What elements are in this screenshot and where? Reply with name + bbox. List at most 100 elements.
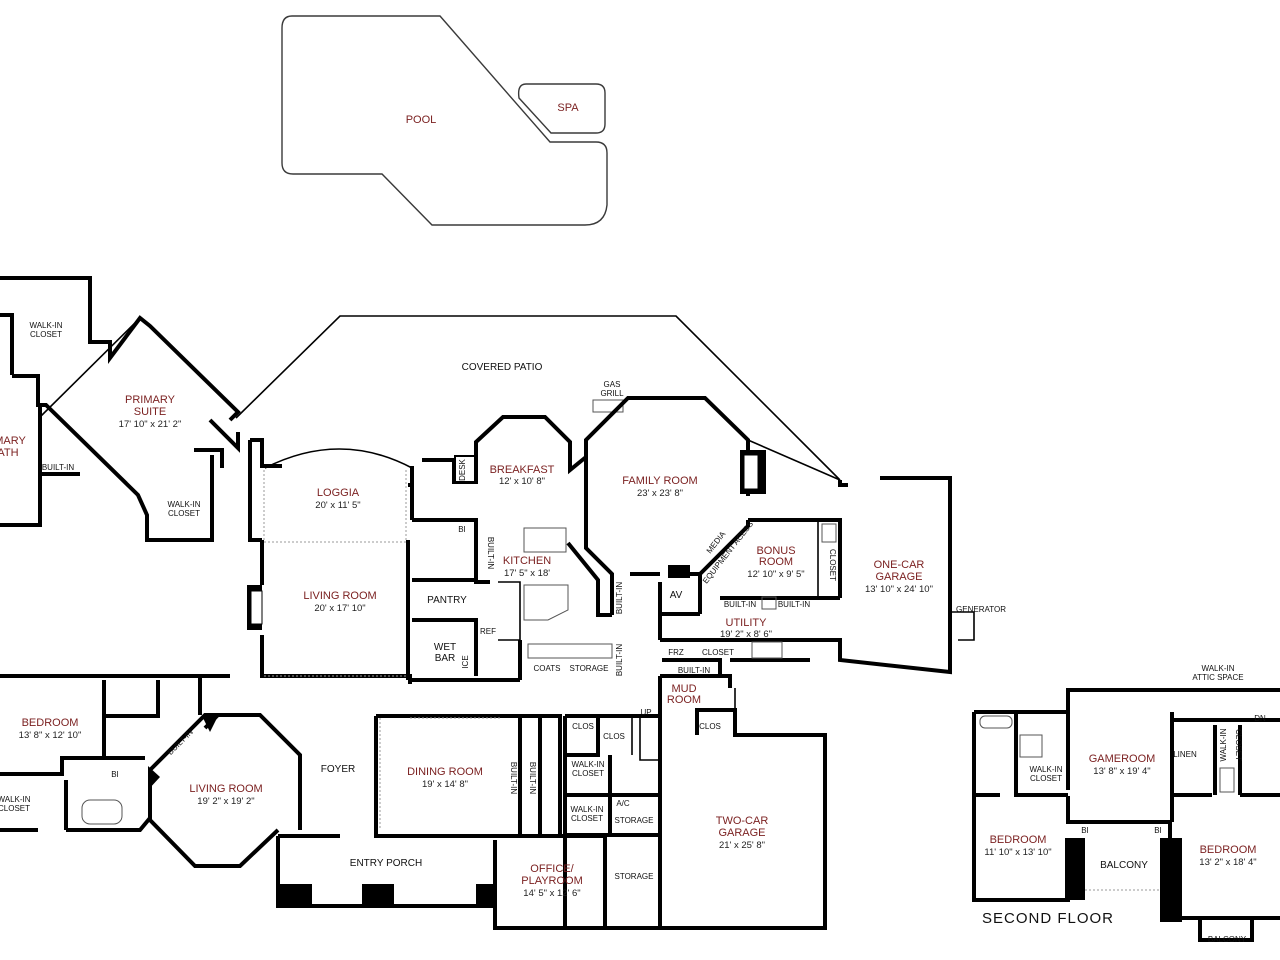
builtin-mud-label: BUILT-IN: [678, 666, 711, 675]
grill-fixture: [592, 399, 624, 413]
storage-a-label: STORAGE: [570, 664, 609, 673]
bedroom-a-label: BEDROOM: [990, 834, 1047, 846]
desk-label: DESK: [458, 458, 467, 480]
clos-c-label: CLOS: [699, 722, 721, 731]
bi-a-label: BI: [1081, 826, 1089, 835]
office-line2: PLAYROOM: [521, 875, 583, 887]
two-car-garage-dims: 21' x 25' 8": [719, 840, 765, 851]
utility-label: UTILITY: [726, 617, 768, 629]
gameroom-dims: 13' 8" x 19' 4": [1093, 766, 1150, 777]
primary-suite-line1: PRIMARY: [125, 394, 176, 406]
builtin-kitchen-label: BUILT-IN: [486, 537, 495, 570]
dining-room-label: DINING ROOM: [407, 766, 483, 778]
pool-label: POOL: [406, 114, 437, 126]
ac-label: A/C: [616, 799, 630, 808]
builtin-dining-b-label: BUILT-IN: [528, 762, 537, 795]
spa-label: SPA: [557, 102, 579, 114]
pantry-label: PANTRY: [427, 595, 467, 606]
living-room-main-dims: 20' x 17' 10": [314, 603, 365, 614]
covered-patio-label: COVERED PATIO: [462, 362, 543, 373]
loggia-dims: 20' x 11' 5": [315, 500, 360, 511]
living-room-2-dims: 19' 2" x 19' 2": [197, 796, 254, 807]
living-room-main-label: LIVING ROOM: [303, 590, 376, 602]
bi-kitchen-label: BI: [458, 525, 466, 534]
ref-label: REF: [480, 627, 496, 636]
walkin-attic-line2: ATTIC SPACE: [1192, 673, 1243, 682]
clos-a-label: CLOS: [572, 722, 594, 731]
builtin-dining-a-label: BUILT-IN: [509, 762, 518, 795]
walkin-closet-e-line2: CLOSET: [1030, 774, 1062, 783]
main-floor-walls: [0, 276, 975, 930]
walkin-closet-b-line1: WALK-IN: [167, 500, 200, 509]
bi-b-label: BI: [1154, 826, 1162, 835]
pool-area: POOL SPA: [281, 15, 608, 226]
one-car-garage-line2: GARAGE: [875, 571, 922, 583]
bedroom-left-label: BEDROOM: [22, 717, 79, 729]
walkin-closet-e-line1: WALK-IN: [1029, 765, 1062, 774]
bi-left-label: BI: [111, 770, 119, 779]
mud-room-line2: ROOM: [667, 694, 701, 706]
breakfast-label: BREAKFAST: [490, 464, 555, 476]
walkin-closet-c-line1: WALK-IN: [571, 760, 604, 769]
two-car-garage-line1: TWO-CAR: [716, 815, 769, 827]
dining-room-dims: 19' x 14' 8": [422, 779, 468, 790]
family-room-dims: 23' x 23' 8": [637, 488, 683, 499]
ice-label: ICE: [461, 655, 470, 668]
builtin-utility-b-label: BUILT-IN: [778, 600, 811, 609]
pool-outline: [281, 15, 608, 226]
builtin-utility-a-label: BUILT-IN: [724, 600, 757, 609]
storage-c-label: STORAGE: [615, 872, 654, 881]
walkin-closet-f-line2: CLOSET: [1234, 729, 1243, 761]
primary-suite-dims: 17' 10" x 21' 2": [119, 419, 182, 430]
utility-dims: 19' 2" x 8' 6": [720, 629, 772, 640]
walkin-closet-left-line2: CLOSET: [0, 804, 30, 813]
generator-label: GENERATOR: [956, 605, 1006, 614]
walkin-attic-line1: WALK-IN: [1201, 664, 1234, 673]
builtin-living2-label: BUILT-IN: [166, 727, 195, 756]
closet-utility-label: CLOSET: [702, 648, 734, 657]
wet-bar-line1: WET: [434, 642, 456, 653]
walkin-closet-a-line1: WALK-IN: [29, 321, 62, 330]
bonus-room-line1: BONUS: [756, 545, 795, 557]
walkin-closet-left-line1: WALK-IN: [0, 795, 31, 804]
up-label: UP: [640, 708, 651, 717]
bedroom-left-dims: 13' 8" x 12' 10": [19, 730, 82, 741]
mud-room-line1: MUD: [671, 683, 696, 695]
storage-b-label: STORAGE: [615, 816, 654, 825]
walkin-closet-f-line1: WALK-IN: [1219, 728, 1228, 761]
coats-label: COATS: [534, 664, 561, 673]
dn-label: DN: [1254, 714, 1266, 723]
gas-grill-line1: GAS: [604, 380, 621, 389]
linen-label: LINEN: [1173, 750, 1197, 759]
covered-patio-outline: [235, 315, 841, 481]
walkin-closet-b-line2: CLOSET: [168, 509, 200, 518]
frz-label: FRZ: [668, 648, 684, 657]
kitchen-dims: 17' 5" x 18': [504, 568, 550, 579]
primary-bath-line1: MARY: [0, 435, 26, 447]
one-car-garage-dims: 13' 10" x 24' 10": [865, 584, 933, 595]
gas-grill-line2: GRILL: [600, 389, 624, 398]
breakfast-dims: 12' x 10' 8": [499, 476, 545, 487]
gameroom-label: GAMEROOM: [1089, 753, 1156, 765]
balcony-label: BALCONY: [1100, 860, 1148, 871]
bonus-room-dims: 12' 10" x 9' 5": [747, 569, 804, 580]
bedroom-a-dims: 11' 10" x 13' 10": [984, 847, 1051, 858]
primary-bath-line2: ATH: [0, 447, 19, 459]
closet-bonus-label: CLOSET: [828, 549, 837, 581]
family-room-label: FAMILY ROOM: [622, 475, 697, 487]
office-dims: 14' 5" x 12' 6": [523, 888, 580, 899]
bedroom-b-label: BEDROOM: [1200, 844, 1257, 856]
builtin-primary-label: BUILT-IN: [42, 463, 75, 472]
second-floor: WALK-IN ATTIC SPACE GAMEROOM 13' 8" x 19…: [972, 664, 1280, 944]
second-floor-title: SECOND FLOOR: [982, 910, 1114, 927]
bedroom-b-dims: 13' 2" x 18' 4": [1199, 857, 1256, 868]
walkin-closet-d-line2: CLOSET: [571, 814, 603, 823]
entry-porch-label: ENTRY PORCH: [350, 858, 422, 869]
walkin-closet-a-line2: CLOSET: [30, 330, 62, 339]
builtin-center-label: BUILT-IN: [615, 582, 624, 615]
balcony-small-label: BALCONY: [1208, 935, 1247, 944]
av-label: AV: [670, 590, 683, 601]
walkin-closet-c-line2: CLOSET: [572, 769, 604, 778]
loggia-label: LOGGIA: [317, 487, 360, 499]
